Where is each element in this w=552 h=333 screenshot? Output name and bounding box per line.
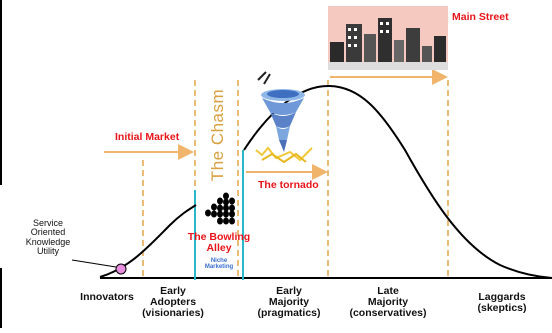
service-pointer-line <box>71 259 117 268</box>
chasm-label: The Chasm <box>208 88 227 182</box>
segment-laggards-label: Laggards (skeptics) <box>477 291 527 315</box>
tornado-icon <box>255 71 313 164</box>
bowling-pins-icon <box>205 192 235 225</box>
segment-late-majority-label: Late Majority (conservatives) <box>349 285 427 320</box>
service-marker <box>115 263 127 275</box>
niche-marketing-label: Niche Marketing <box>204 258 234 271</box>
city-skyline-icon <box>328 6 448 70</box>
segment-dividers <box>142 80 449 280</box>
segment-early-adopters-label: Early Adopters (visionaries) <box>142 285 204 320</box>
initial-market-label: Initial Market <box>115 131 180 143</box>
main-street-label: Main Street <box>452 11 509 23</box>
segment-innovators-label: Innovators <box>80 291 134 303</box>
segment-early-majority-label: Early Majority (pragmatics) <box>257 285 321 320</box>
tornado-label: The tornado <box>258 179 319 191</box>
adoption-curve-early <box>99 204 197 278</box>
bowling-alley-label: The Bowling Alley <box>187 231 251 255</box>
service-knowledge-utility-label: Service Oriented Knowledge Utility <box>25 218 71 257</box>
